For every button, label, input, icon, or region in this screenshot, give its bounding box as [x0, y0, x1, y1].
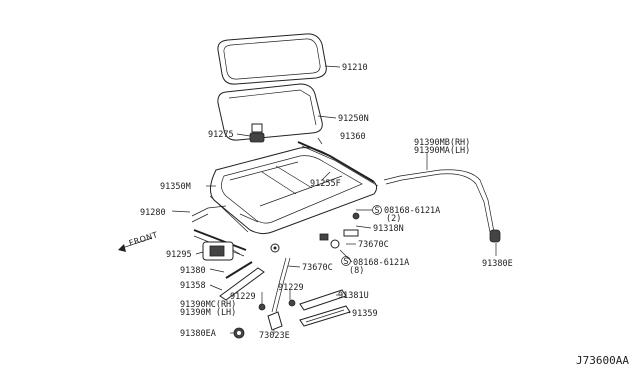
rail-91381u-part	[299, 289, 347, 311]
label-91390mb: 91390MB(RH)	[414, 138, 470, 148]
label-91381u: 91381U	[338, 291, 369, 301]
label-91280: 91280	[140, 208, 166, 218]
label-91358: 91358	[180, 281, 206, 291]
label-73023e: 73023E	[259, 331, 290, 341]
label-91275: 91275	[208, 130, 234, 140]
sunroof-frame-part	[209, 147, 378, 235]
diagram-code: J73600AA	[576, 354, 629, 367]
label-08168-2-qty: (8)	[349, 266, 364, 276]
label-91350m: 91350M	[160, 182, 191, 192]
label-91360: 91360	[340, 132, 366, 142]
label-91390mc: 91390MC(RH)	[180, 300, 236, 310]
clip-73023e-part	[267, 311, 283, 331]
sunshade-part	[217, 83, 323, 141]
cable-91380-part	[225, 261, 253, 279]
label-08168-1-qty: (2)	[386, 214, 401, 224]
bolt-marker-1: S	[375, 206, 380, 216]
grommet-91380ea-part	[233, 327, 245, 339]
label-91295: 91295	[166, 250, 192, 260]
glass-panel-part	[217, 33, 327, 85]
bolt-marker-icon: S S	[341, 205, 382, 267]
leader-lines	[171, 65, 497, 334]
label-91255f: 91255F	[310, 179, 341, 189]
label-91380e: 91380E	[482, 259, 513, 269]
label-91229-a: 91229	[230, 292, 256, 302]
drain-hose-rear-part	[383, 169, 501, 243]
label-91390ma: 91390MA(LH)	[414, 146, 470, 156]
label-08168-1: 08168-6121A	[384, 206, 440, 216]
label-91390m: 91390M (LH)	[180, 308, 236, 318]
label-91359: 91359	[352, 309, 378, 319]
fastener-parts	[258, 212, 360, 311]
sunshade-handle-part	[249, 132, 265, 143]
label-91380ea: 91380EA	[180, 329, 216, 339]
motor-part	[202, 241, 241, 261]
wind-deflector-part	[219, 267, 265, 301]
rail-91359-part	[299, 305, 351, 327]
label-91229-b: 91229	[278, 283, 304, 293]
front-arrow-icon	[118, 237, 153, 252]
label-91250n: 91250N	[338, 114, 369, 124]
label-91380: 91380	[180, 266, 206, 276]
front-label: FRONT	[128, 230, 159, 248]
label-73670c-right: 73670C	[358, 240, 389, 250]
rail-91360-part	[297, 141, 379, 187]
label-91318n: 91318N	[373, 224, 404, 234]
bolt-marker-2: S	[344, 257, 349, 267]
drain-hose-front-part	[271, 257, 291, 313]
label-73670c-left: 73670C	[302, 263, 333, 273]
label-91210: 91210	[342, 63, 368, 73]
label-08168-2: 08168-6121A	[353, 258, 409, 268]
